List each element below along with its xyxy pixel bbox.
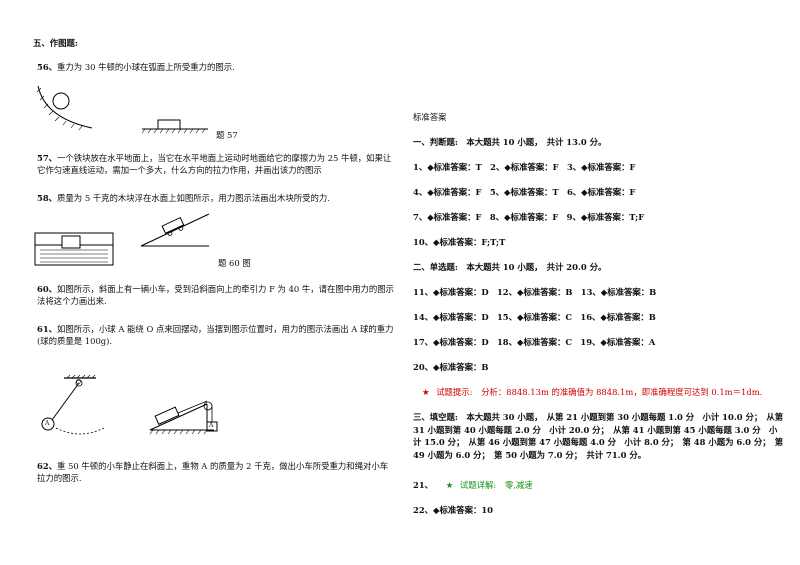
ball-a-label: A — [45, 420, 50, 427]
weight-a-label: A — [209, 422, 214, 429]
hint-line: ★ 试题提示: 分析：8848.13m 的准确值为 8848.1m，即准确程度可… — [422, 387, 763, 397]
question-61: 61、如图所示，小球 A 能绕 O 点来回摆动，当摆到图示位置时，用力的图示法画… — [37, 324, 394, 346]
question-58: 58、质量为 5 千克的木块浮在水面上如图所示，用力图示法画出木块所受的力. — [37, 193, 330, 203]
star-icon: ★ — [445, 480, 454, 490]
section-title: 五、作图题: — [33, 38, 78, 48]
answer-row: 20、◆标准答案：B — [413, 362, 489, 372]
answer-22: 22、◆标准答案：10 — [413, 505, 493, 515]
answer-row: 11、◆标准答案：D 12、◆标准答案：B 13、◆标准答案：B — [413, 287, 657, 297]
answer-21: 21、 ★ 试题详解: 零,减速 — [413, 480, 533, 490]
figure-57-label: 题 57 — [216, 130, 238, 140]
answer-row: 1、◆标准答案：T 2、◆标准答案：F 3、◆标准答案：F — [413, 162, 636, 172]
answer-row: 14、◆标准答案：D 15、◆标准答案：C 16、◆标准答案：B — [413, 312, 656, 322]
pivot-o-label: O — [76, 379, 81, 386]
answer-row: 7、◆标准答案：F 8、◆标准答案：F 9、◆标准答案：T;F — [413, 212, 645, 222]
answer-row: 4、◆标准答案：F 5、◆标准答案：T 6、◆标准答案：F — [413, 187, 636, 197]
answer-row: 17、◆标准答案：D 18、◆标准答案：C 19、◆标准答案：A — [413, 337, 656, 347]
answers-heading: 标准答案 — [413, 112, 447, 122]
question-57: 57、一个铁块放在水平地面上，当它在水平地面上运动时地面给它的摩擦力为 25 牛… — [37, 153, 392, 175]
part2-title: 二、单选题: 本大题共 10 小题， 共计 20.0 分。 — [413, 262, 607, 272]
part3-title: 三、填空题: 本大题共 30 小题， 从第 21 小题到第 30 小题每题 1.… — [413, 412, 784, 460]
star-icon: ★ — [422, 387, 430, 397]
question-62: 62、重 50 牛顿的小车静止在斜面上，重物 A 的质量为 2 千克，做出小车所… — [37, 461, 389, 483]
figure-60-label: 题 60 图 — [218, 258, 251, 268]
question-56: 56、重力为 30 牛顿的小球在弧面上所受重力的图示. — [37, 62, 235, 72]
part1-title: 一、判断题: 本大题共 10 小题， 共计 13.0 分。 — [413, 137, 607, 147]
question-60: 60、如图所示，斜面上有一辆小车，受到沿斜面向上的牵引力 F 为 40 牛，请在… — [37, 284, 395, 306]
answer-row: 10、◆标准答案：F;T;T — [413, 237, 506, 247]
